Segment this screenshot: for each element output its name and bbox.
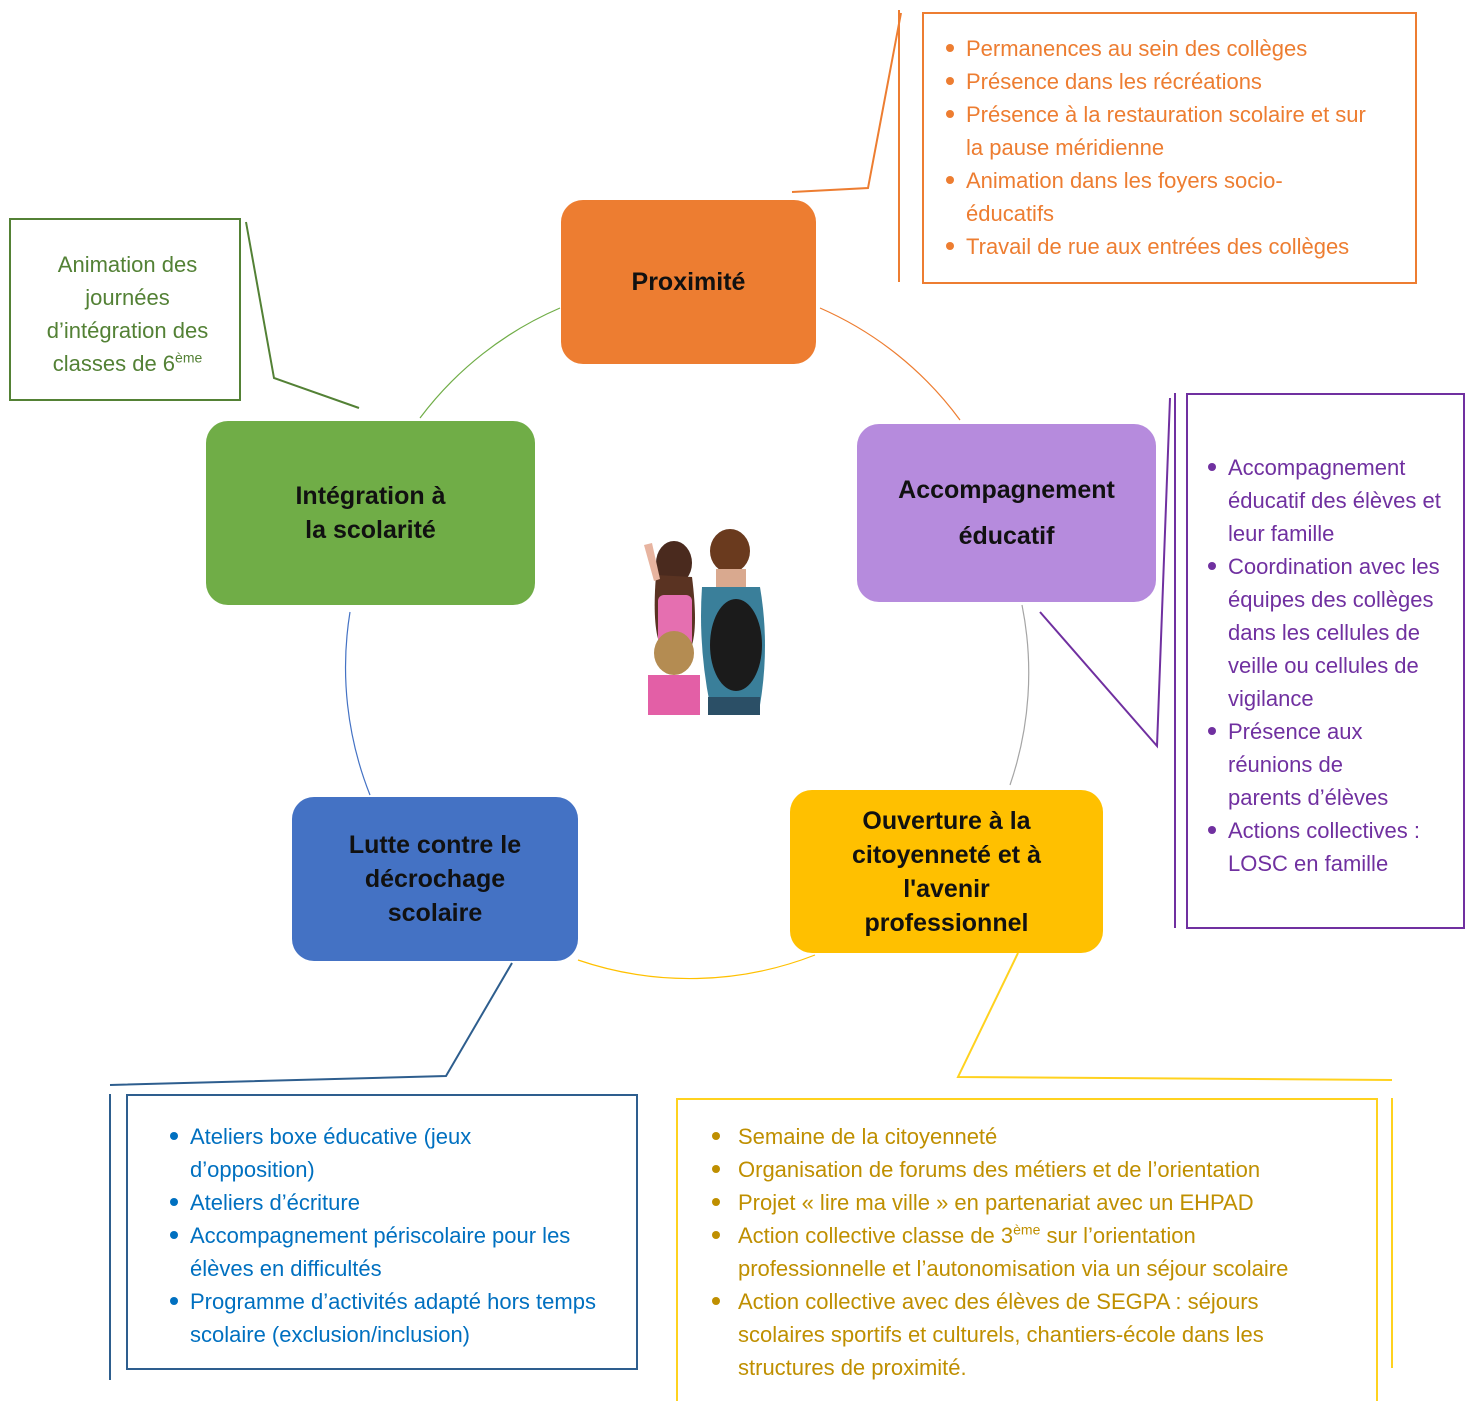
callout-ouverture: Semaine de la citoyenneté Organisation d… [676, 1098, 1378, 1401]
arc-ouverture-lutte [577, 954, 816, 980]
pointer-lutte [109, 962, 513, 1086]
node-integration-label-line2: la scolarité [305, 516, 436, 544]
callout-accompagnement-list: Accompagnement éducatif des élèves et le… [1206, 451, 1455, 880]
list-item: Accompagnement éducatif des élèves et le… [1206, 451, 1455, 550]
list-item: Coordination avec les équipes des collèg… [1206, 550, 1455, 715]
list-item: Présence à la restauration scolaire et s… [944, 98, 1405, 164]
node-integration-label-line1: Intégration à [295, 482, 446, 510]
arc-accompagnement-ouverture [1009, 604, 1030, 786]
arc-proximite-accompagnement [819, 307, 961, 421]
callout-ouverture-list: Semaine de la citoyenneté Organisation d… [710, 1120, 1366, 1384]
callout-integration-sup: ème [175, 349, 203, 366]
callout-lutte: Ateliers boxe éducative (jeux d’oppositi… [126, 1094, 638, 1370]
pointer-ouverture [956, 952, 1393, 1081]
list-item: Présence dans les récréations [944, 65, 1405, 98]
pointer-proximite [791, 12, 902, 193]
node-accompagnement-label-line1: Accompagnement [898, 476, 1115, 504]
callout-lutte-list: Ateliers boxe éducative (jeux d’oppositi… [168, 1120, 626, 1351]
list-item: Accompagnement périscolaire pour les élè… [168, 1219, 626, 1285]
item4-text-pre: Action collective classe de 3 [738, 1223, 1014, 1248]
arc-integration-proximite [419, 307, 561, 419]
node-lutte[interactable]: Lutte contre le décrochage scolaire [292, 797, 578, 961]
callout-integration-text: Animation des journées d’intégration des… [46, 252, 209, 376]
list-item: Projet « lire ma ville » en partenariat … [710, 1186, 1366, 1219]
arc-lutte-integration [344, 611, 371, 796]
students-illustration [638, 525, 770, 715]
callout-integration: Animation des journées d’intégration des… [9, 218, 240, 401]
list-item: Actions collectives : LOSC en famille [1206, 814, 1455, 880]
callout-proximite: Permanences au sein des collèges Présenc… [922, 12, 1417, 284]
node-proximite-label: Proximité [631, 268, 746, 296]
list-item: Action collective avec des élèves de SEG… [710, 1285, 1366, 1384]
list-item: Animation dans les foyers socio-éducatif… [944, 164, 1405, 230]
callout-proximite-list: Permanences au sein des collèges Présenc… [944, 32, 1405, 263]
node-ouverture-label: Ouverture à la citoyenneté et à l'avenir… [852, 806, 1041, 937]
list-item: Présence aux réunions de parents d’élève… [1206, 715, 1455, 814]
callout-accompagnement: Accompagnement éducatif des élèves et le… [1186, 393, 1465, 929]
node-proximite[interactable]: Proximité [561, 200, 816, 364]
list-item: Organisation de forums des métiers et de… [710, 1153, 1366, 1186]
list-item: Permanences au sein des collèges [944, 32, 1405, 65]
node-ouverture[interactable]: Ouverture à la citoyenneté et à l'avenir… [790, 790, 1103, 953]
list-item: Ateliers boxe éducative (jeux d’oppositi… [168, 1120, 626, 1186]
node-integration[interactable]: Intégration à la scolarité [206, 421, 535, 605]
list-item: Programme d’activités adapté hors temps … [168, 1285, 626, 1351]
list-item: Ateliers d’écriture [168, 1186, 626, 1219]
list-item: Action collective classe de 3ème sur l’o… [710, 1219, 1366, 1285]
list-item: Semaine de la citoyenneté [710, 1120, 1366, 1153]
pointer-integration [245, 221, 360, 409]
node-lutte-label: Lutte contre le décrochage scolaire [348, 831, 522, 927]
node-accompagnement-label-line2: éducatif [958, 522, 1055, 550]
pointer-accompagnement [1039, 397, 1171, 749]
list-item: Travail de rue aux entrées des collèges [944, 230, 1405, 263]
item4-text-post: sur l’orientation professionnelle et l’a… [738, 1223, 1289, 1281]
item4-sup: ème [1013, 1221, 1041, 1238]
node-accompagnement[interactable]: Accompagnement éducatif [857, 424, 1156, 602]
